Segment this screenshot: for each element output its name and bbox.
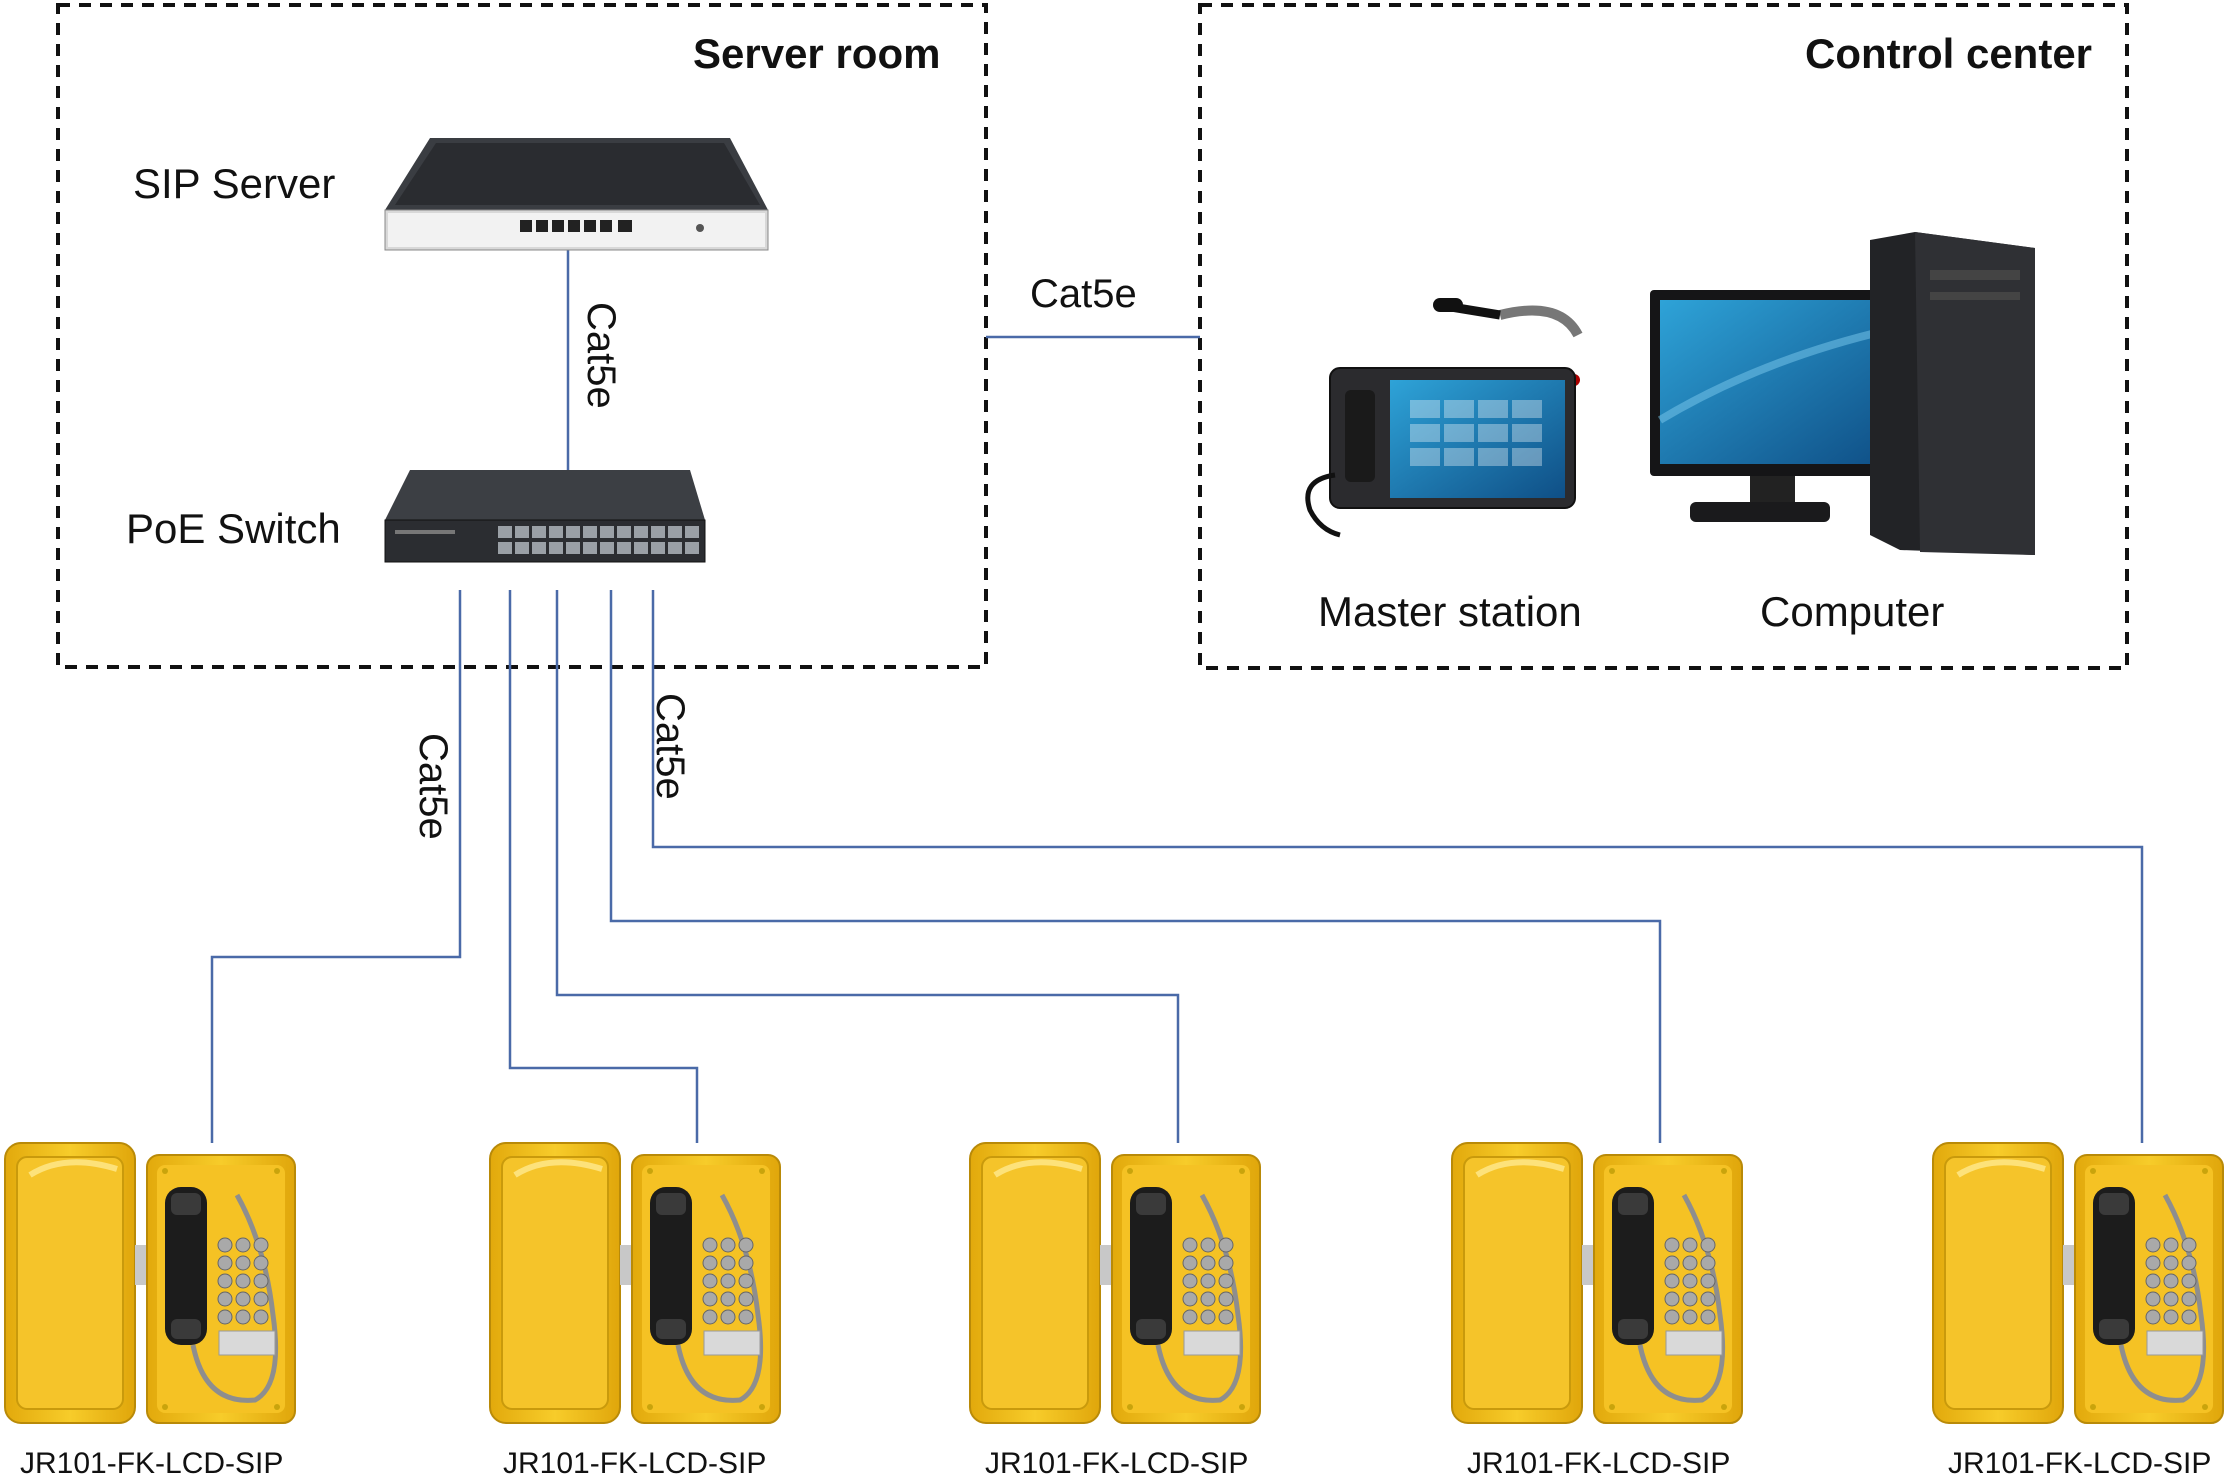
poe-switch-label: PoE Switch — [126, 505, 341, 552]
cable-label-switch-phones-a: Cat5e — [411, 733, 455, 840]
cable-label-server-switch: Cat5e — [579, 302, 623, 409]
computer-label: Computer — [1760, 588, 1945, 635]
sip-server-label: SIP Server — [133, 160, 336, 207]
switch-icon — [384, 470, 706, 563]
cable-label-switch-phones-b: Cat5e — [648, 693, 692, 800]
master-station-icon — [1305, 298, 1583, 538]
server-room-zone — [56, 3, 988, 669]
phone-label-5: JR101-FK-LCD-SIP — [1948, 1447, 2212, 1480]
server-room-title: Server room — [693, 30, 941, 77]
phone-label-2: JR101-FK-LCD-SIP — [503, 1447, 767, 1480]
phone-label-3: JR101-FK-LCD-SIP — [985, 1447, 1249, 1480]
computer-icon — [1650, 232, 2035, 555]
phone-label-1: JR101-FK-LCD-SIP — [20, 1447, 284, 1480]
server-icon — [384, 138, 769, 251]
master-station-label: Master station — [1318, 588, 1582, 635]
emergency-phone-icon — [5, 1143, 2223, 1423]
cable-lines — [210, 245, 2144, 1143]
cable-label-rooms-link: Cat5e — [1030, 272, 1137, 316]
phone-label-4: JR101-FK-LCD-SIP — [1467, 1447, 1731, 1480]
control-center-title: Control center — [1805, 30, 2093, 77]
control-center-zone — [1198, 3, 2129, 670]
